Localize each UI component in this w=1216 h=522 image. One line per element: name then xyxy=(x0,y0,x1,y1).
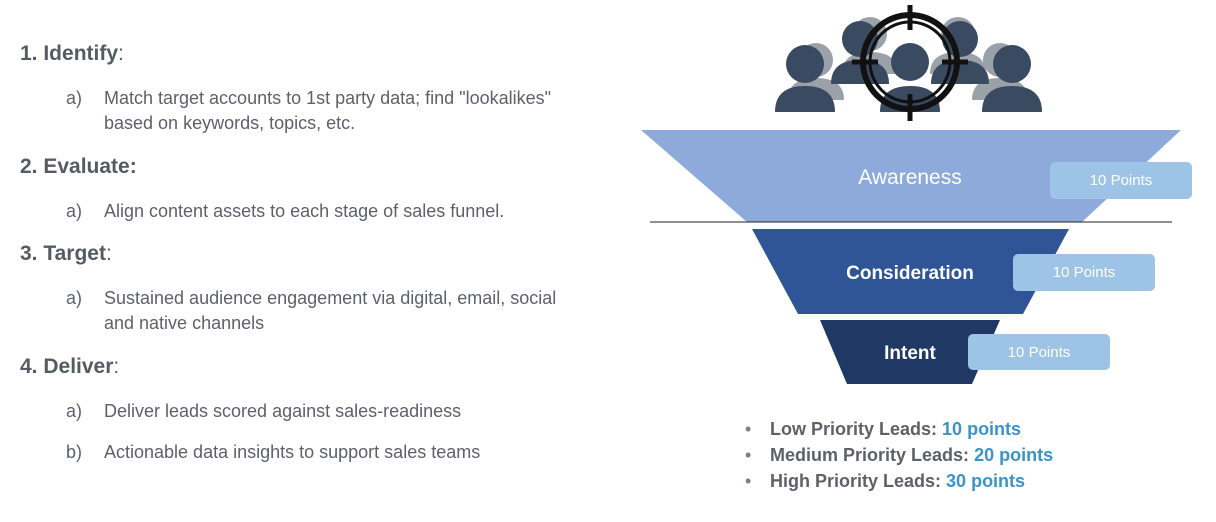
item-text: Sustained audience engagement via digita… xyxy=(104,288,557,333)
item-letter: a) xyxy=(66,401,83,421)
step-4-colon: : xyxy=(113,355,120,378)
item-text: Align content assets to each stage of sa… xyxy=(104,201,505,221)
item-text: Actionable data insights to support sale… xyxy=(104,442,481,462)
points-badge-intent: 10 Points xyxy=(968,334,1110,370)
points-badge-awareness: 10 Points xyxy=(1050,162,1192,199)
step-1-label: 1. Identify xyxy=(20,42,119,65)
sales-funnel-diagram: Awareness Consideration Intent 10 Points… xyxy=(620,0,1216,522)
funnel-stage-awareness xyxy=(641,130,1181,222)
priority-label: Low Priority Leads: xyxy=(770,419,938,439)
item-letter: a) xyxy=(66,88,83,108)
item-letter: b) xyxy=(66,442,83,462)
bullet-icon: • xyxy=(745,445,752,465)
step-2-label: 2. Evaluate: xyxy=(20,155,137,178)
step-3-heading: 3. Target: xyxy=(20,242,112,266)
steps-list: 1. Identify: a) Match target accounts to… xyxy=(20,42,557,462)
item-text: Deliver leads scored against sales-readi… xyxy=(104,401,462,421)
item-text: Match target accounts to 1st party data;… xyxy=(104,88,552,133)
priority-value: 20 points xyxy=(974,445,1054,465)
item-letter: a) xyxy=(66,201,83,221)
priority-label: Medium Priority Leads: xyxy=(770,445,970,465)
stage-label-intent: Intent xyxy=(884,343,936,364)
step-4-label: 4. Deliver xyxy=(20,355,114,378)
funnel-stage-consideration xyxy=(752,229,1069,314)
points-badge-consideration: 10 Points xyxy=(1013,254,1155,291)
stage-label-awareness: Awareness xyxy=(858,166,962,189)
priority-row-medium: • Medium Priority Leads: 20 points xyxy=(745,442,1053,468)
priority-row-high: • High Priority Leads: 30 points xyxy=(745,468,1053,494)
item-letter: a) xyxy=(66,288,83,308)
priority-row-low: • Low Priority Leads: 10 points xyxy=(745,416,1053,442)
priority-value: 30 points xyxy=(946,471,1026,491)
priority-value: 10 points xyxy=(942,419,1022,439)
funnel-stage-intent xyxy=(820,320,1000,384)
step-1-colon: : xyxy=(118,42,124,65)
bullet-icon: • xyxy=(745,419,752,439)
step-2-heading: 2. Evaluate: xyxy=(20,155,137,179)
funnel-svg: Awareness Consideration Intent xyxy=(641,5,1181,384)
stage-label-consideration: Consideration xyxy=(846,263,974,284)
priority-label: High Priority Leads: xyxy=(770,471,942,491)
step-1-heading: 1. Identify: xyxy=(20,42,124,66)
bullet-icon: • xyxy=(745,471,752,491)
step-4-heading: 4. Deliver: xyxy=(20,355,119,379)
step-3-colon: : xyxy=(105,242,112,265)
step-3-label: 3. Target xyxy=(20,242,106,265)
lead-priority-list: • Low Priority Leads: 10 points • Medium P… xyxy=(745,416,1053,494)
audience-target-icon xyxy=(775,5,1042,121)
